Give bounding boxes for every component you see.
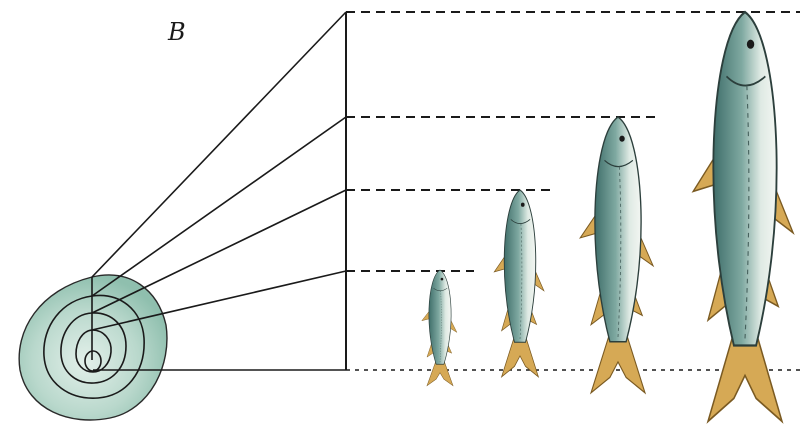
fish-age-4 (692, 10, 795, 423)
projection-line-3 (91, 116, 347, 297)
projection-line-1 (91, 270, 347, 331)
panel-label: B (168, 18, 186, 46)
fish-age-3 (579, 116, 654, 394)
fish-age-2 (493, 189, 545, 378)
growth-ring-1 (75, 329, 112, 373)
projection-line-4 (91, 11, 347, 278)
scale-focus (84, 350, 102, 372)
growth-ring-3 (43, 294, 145, 399)
fish-scale (18, 274, 168, 421)
fish-age-1 (421, 269, 458, 387)
growth-ring-2 (60, 312, 127, 384)
projection-line-2 (91, 189, 347, 314)
projection-lines (91, 11, 347, 371)
